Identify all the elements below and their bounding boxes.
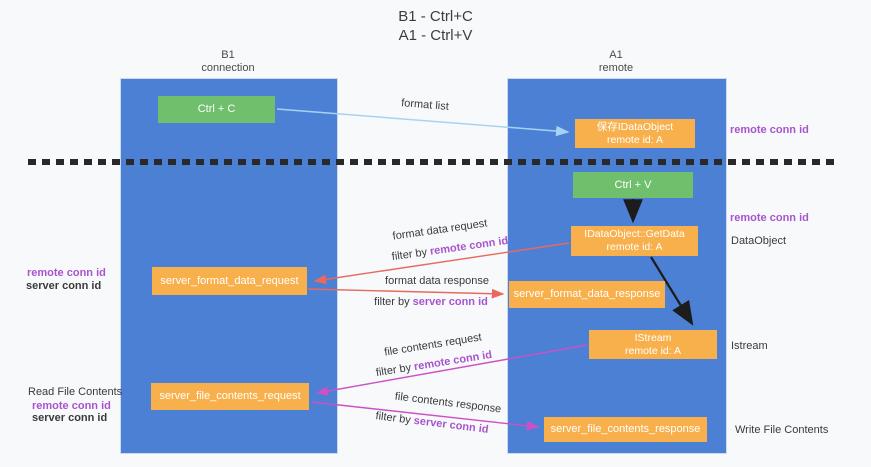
title-line-2: A1 - Ctrl+V	[398, 27, 473, 44]
server-conn-id-text: server conn id	[412, 296, 488, 308]
diagram-title: B1 - Ctrl+C A1 - Ctrl+V	[0, 7, 871, 45]
remote-conn-id-text: remote conn id	[429, 234, 509, 258]
lane-header-b1: B1 connection	[168, 49, 288, 75]
file-contents-response-filter-label: filter by server conn id	[372, 410, 493, 437]
read-file-contents-label: Read File Contents	[28, 386, 123, 398]
format-data-response-label: format data response	[385, 275, 489, 287]
lane-header-a1: A1 remote	[556, 49, 676, 75]
ctrl-v-node: Ctrl + V	[573, 172, 693, 198]
server-file-contents-response-node: server_file_contents_response	[544, 417, 707, 442]
server-conn-id-text: server conn id	[413, 414, 490, 436]
remote-conn-id-label-left-1: remote conn id	[27, 267, 106, 279]
save-idataobject-line2: remote id: A	[606, 133, 664, 146]
filter-by-text: filter by	[374, 410, 415, 427]
server-file-contents-request-node: server_file_contents_request	[151, 383, 309, 410]
server-format-data-response-node: server_format_data_response	[509, 281, 665, 308]
dataobject-label: DataObject	[731, 235, 787, 247]
server-format-data-request-label: server_format_data_request	[160, 274, 299, 287]
filter-by-text: filter by	[375, 361, 416, 380]
server-file-contents-response-label: server_file_contents_response	[550, 423, 701, 435]
istream-side-label: Istream	[731, 340, 768, 352]
lane-b1-subtitle: connection	[201, 62, 255, 74]
session-divider-dashed-line	[28, 159, 840, 165]
server-conn-id-label-left-2: server conn id	[32, 412, 108, 424]
filter-by-text: filter by	[391, 245, 431, 264]
server-file-contents-request-label: server_file_contents_request	[159, 390, 301, 402]
server-format-data-response-label: server_format_data_response	[513, 288, 661, 300]
lane-b1-name: B1	[221, 49, 235, 61]
lane-a1-subtitle: remote	[598, 62, 634, 74]
filter-by-text: filter by	[374, 296, 413, 308]
title-line-1: B1 - Ctrl+C	[398, 8, 473, 25]
ctrl-v-label: Ctrl + V	[614, 178, 652, 191]
lane-a1-name: A1	[609, 49, 623, 61]
ctrl-c-label: Ctrl + C	[197, 103, 236, 115]
format-data-response-filter-label: filter by server conn id	[371, 296, 491, 308]
getdata-line2: remote id: A	[606, 241, 663, 253]
istream-node: IStream remote id: A	[589, 330, 717, 359]
server-conn-id-label-left-1: server conn id	[26, 280, 102, 292]
save-idataobject-node: 保存IDataObject remote id: A	[575, 119, 695, 148]
istream-line1: IStream	[634, 331, 672, 344]
remote-conn-id-label-top-right: remote conn id	[730, 124, 809, 136]
remote-conn-id-label-mid-right: remote conn id	[730, 212, 809, 224]
remote-conn-id-text: remote conn id	[413, 348, 493, 374]
format-list-label: format list	[400, 97, 450, 113]
ctrl-c-node: Ctrl + C	[158, 96, 275, 123]
istream-line2: remote id: A	[624, 344, 682, 357]
getdata-node: IDataObject::GetData remote id: A	[571, 226, 698, 256]
getdata-line1: IDataObject::GetData	[584, 228, 685, 240]
remote-conn-id-label-left-2: remote conn id	[32, 400, 111, 412]
server-format-data-request-node: server_format_data_request	[152, 267, 307, 295]
file-contents-response-label: file contents response	[394, 390, 502, 416]
write-file-contents-label: Write File Contents	[735, 424, 829, 436]
save-idataobject-line1: 保存IDataObject	[596, 120, 674, 133]
